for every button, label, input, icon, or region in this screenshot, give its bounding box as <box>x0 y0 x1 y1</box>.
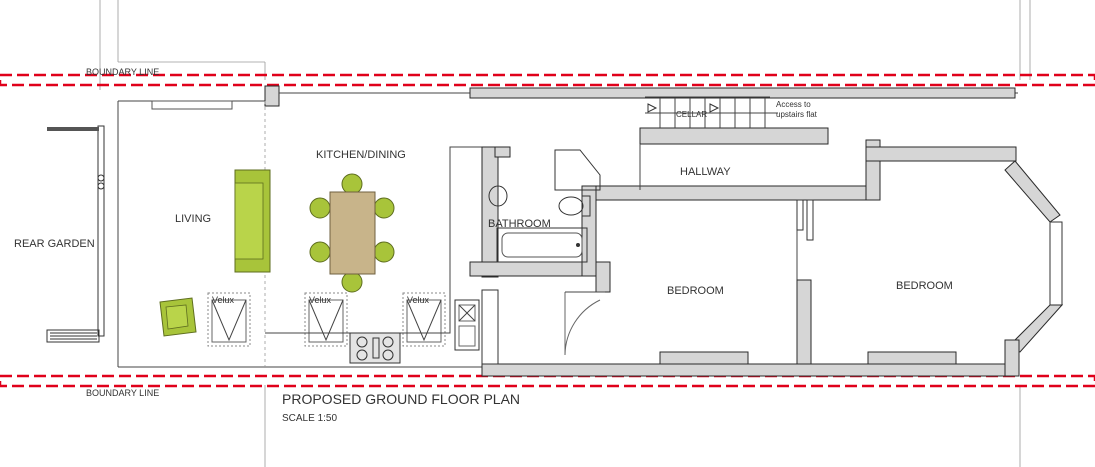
bath-tub <box>496 227 588 263</box>
bedroom-label-2: BEDROOM <box>896 280 953 292</box>
access-note-line2: upstairs flat <box>776 110 818 119</box>
bathroom-walls <box>454 146 867 365</box>
bedroom-doors <box>564 199 814 365</box>
outer-walls <box>117 85 1018 377</box>
rear-doors <box>46 100 233 343</box>
boundary-label-bottom: BOUNDARY LINE <box>86 388 159 398</box>
dining-set <box>309 173 395 293</box>
sofa <box>234 169 271 273</box>
boundary-line-top <box>0 73 1095 87</box>
kitchen-label: KITCHEN/DINING <box>316 149 406 161</box>
velux-label-1: Velux <box>212 295 235 305</box>
kitchen-units <box>265 146 482 364</box>
armchair <box>159 297 197 337</box>
rear-garden-label: REAR GARDEN <box>14 238 95 250</box>
velux-label-2: Velux <box>309 295 332 305</box>
bedroom-label-1: BEDROOM <box>667 285 724 297</box>
cellar-label: CELLAR <box>676 110 707 119</box>
hallway-label: HALLWAY <box>680 166 731 178</box>
toilet-and-basin <box>488 149 601 217</box>
site-lines <box>99 0 1031 467</box>
velux-label-3: Velux <box>407 295 430 305</box>
plan-title: PROPOSED GROUND FLOOR PLAN <box>282 391 520 407</box>
bathroom-label: BATHROOM <box>488 218 551 230</box>
velux-windows <box>207 292 446 347</box>
stairs <box>639 96 829 190</box>
boundary-line-bottom <box>0 374 1095 388</box>
access-note-line1: Access to <box>776 100 811 109</box>
boundary-label-top: BOUNDARY LINE <box>86 67 159 77</box>
living-label: LIVING <box>175 213 211 225</box>
plan-scale: SCALE 1:50 <box>282 413 337 424</box>
front-walls <box>659 139 1064 377</box>
